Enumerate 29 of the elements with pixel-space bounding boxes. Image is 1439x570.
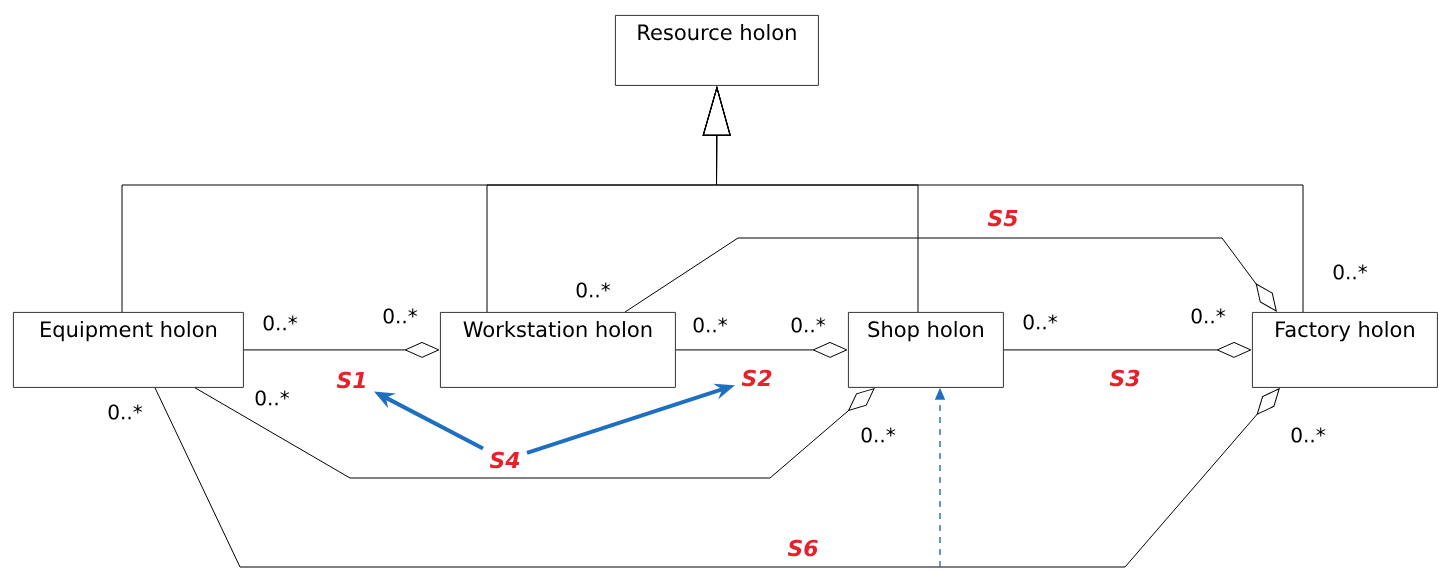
- multiplicity-label: 0..*: [255, 390, 290, 406]
- class-box: Shop holon: [848, 312, 1004, 388]
- edge-label: S3: [1109, 369, 1140, 387]
- aggregation-line: [154, 387, 1280, 568]
- multiplicity-label: 0..*: [1333, 264, 1368, 280]
- multiplicity-label: 0..*: [791, 317, 826, 333]
- multiplicity-label: 0..*: [263, 315, 298, 331]
- class-box: Equipment holon: [13, 312, 244, 388]
- multiplicity-label: 0..*: [383, 308, 418, 324]
- multiplicity-label: 0..*: [861, 427, 896, 443]
- stage-label: S4: [489, 451, 520, 469]
- aggregation-line: [624, 237, 1277, 313]
- stage-label: S1: [336, 371, 365, 389]
- multiplicity-label: 0..*: [1023, 314, 1058, 330]
- class-box: Factory holon: [1252, 312, 1438, 388]
- aggregation-line: [675, 341, 848, 358]
- aggregation-line: [194, 387, 875, 479]
- aggregation-line: [243, 341, 440, 358]
- edge-label: S6: [787, 539, 818, 557]
- class-box: Resource holon: [615, 15, 819, 86]
- multiplicity-label: 0..*: [108, 404, 143, 420]
- class-box: Workstation holon: [440, 312, 676, 388]
- multiplicity-label: 0..*: [693, 317, 728, 333]
- multiplicity-label: 0..*: [1291, 427, 1326, 443]
- generalization-line: [702, 87, 1304, 313]
- multiplicity-label: 0..*: [1191, 308, 1226, 324]
- edge-label: S5: [987, 209, 1018, 227]
- aggregation-line: [1003, 341, 1252, 358]
- stage-label: S2: [741, 369, 772, 387]
